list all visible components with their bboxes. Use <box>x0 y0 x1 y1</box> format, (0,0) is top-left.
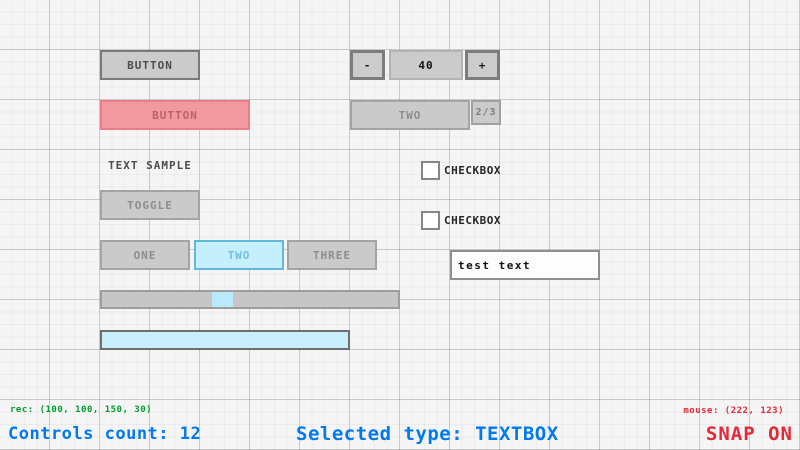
selected-rect-readout: rec: (100, 100, 150, 30) <box>10 405 153 415</box>
textbox-control[interactable]: test text <box>450 250 600 280</box>
spinner-plus-button[interactable]: + <box>465 50 500 80</box>
checkbox-label: CHECKBOX <box>444 164 501 177</box>
button-control[interactable]: BUTTON <box>100 50 200 80</box>
selected-type-readout: Selected type: TEXTBOX <box>296 423 559 445</box>
checkbox-label: CHECKBOX <box>444 214 501 227</box>
text-sample-label[interactable]: TEXT SAMPLE <box>108 158 192 172</box>
toggle-group-item-one[interactable]: ONE <box>100 240 190 270</box>
checkbox-row-1[interactable]: CHECKBOX <box>421 161 501 180</box>
button-control-selected[interactable]: BUTTON <box>100 100 250 130</box>
snap-mode-indicator: SNAP ON <box>705 423 793 445</box>
spinner-minus-button[interactable]: - <box>350 50 385 80</box>
toggle-group-item-three[interactable]: THREE <box>287 240 377 270</box>
slider-control[interactable] <box>100 290 400 309</box>
value-bar-control[interactable] <box>100 330 350 350</box>
combobox-control[interactable]: TWO <box>350 100 470 130</box>
mouse-position-readout: mouse: (222, 123) <box>683 406 784 416</box>
checkbox-box[interactable] <box>421 161 440 180</box>
toggle-control[interactable]: TOGGLE <box>100 190 200 220</box>
spinner-value[interactable]: 40 <box>389 50 463 80</box>
checkbox-box[interactable] <box>421 211 440 230</box>
slider-knob[interactable] <box>212 292 233 307</box>
controls-count-readout: Controls count: 12 <box>8 424 202 444</box>
combobox-counter-button[interactable]: 2/3 <box>471 100 501 125</box>
toggle-group-item-two-active[interactable]: TWO <box>194 240 284 270</box>
checkbox-row-2[interactable]: CHECKBOX <box>421 211 501 230</box>
